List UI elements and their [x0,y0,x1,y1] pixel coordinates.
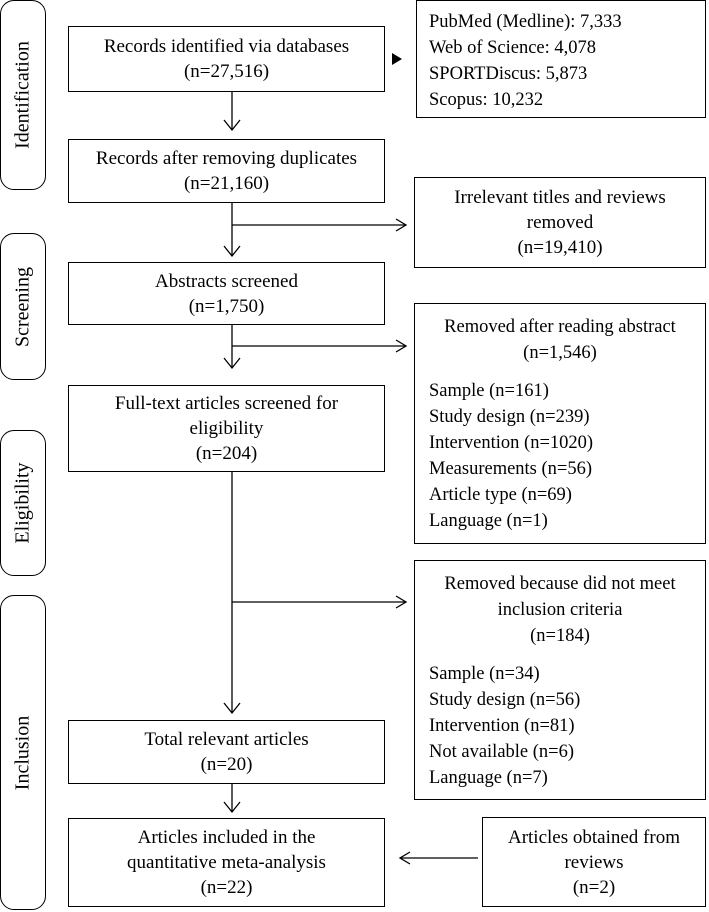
arrowhead [223,702,241,715]
stage-identification-label: Identification [11,41,34,149]
database-item: Scopus: 10,232 [429,90,544,110]
abstract-removed-header: Removed after reading abstract [444,317,676,337]
arrowhead [395,218,408,232]
exclusion-reason: Study design (n=239) [429,407,590,427]
database-item: SPORTDiscus: 5,873 [429,64,588,84]
records-identified-label: Records identified via databases [103,36,350,57]
box-reviews: Articles obtained from reviews (n=2) [482,817,706,907]
box-fulltext-screened: Full-text articles screened for eligibil… [68,385,385,472]
included-count: (n=22) [200,877,253,898]
abstracts-screened-count: (n=1,750) [188,295,265,317]
arrowhead [395,339,408,353]
included-label-1: Articles included in the [137,827,316,848]
total-relevant-label: Total relevant articles [144,729,309,750]
box-articles-included: Articles included in the quantitative me… [68,818,385,907]
exclusion-reason: Not available (n=6) [429,742,575,762]
stage-screening: Screening [0,233,46,380]
fulltext-count: (n=204) [195,443,258,464]
included-label-2: quantitative meta-analysis [127,852,326,873]
arrowhead [395,595,408,609]
exclusion-reason: Intervention (n=81) [429,716,575,736]
stage-inclusion-label: Inclusion [11,715,34,790]
stage-inclusion: Inclusion [0,595,46,910]
arrowhead [223,119,241,132]
stage-identification: Identification [0,0,46,190]
arrowhead [223,245,241,258]
arrowhead [223,357,241,370]
stage-eligibility-label: Eligibility [11,462,34,544]
criteria-removed-count: (n=184) [530,626,590,646]
fulltext-label-1: Full-text articles screened for [114,393,339,414]
after-duplicates-count: (n=21,160) [183,173,270,194]
criteria-removed-header-1: Removed because did not meet [444,574,676,594]
fulltext-label-2: eligibility [189,418,264,439]
box-irrelevant-removed: Irrelevant titles and reviews removed (n… [414,177,706,268]
after-duplicates-label: Records after removing duplicates [95,148,358,169]
total-relevant-count: (n=20) [200,754,253,775]
abstract-removed-count: (n=1,546) [523,343,597,363]
records-identified-count: (n=27,516) [183,61,270,82]
reviews-label-2: reviews [564,851,624,873]
reviews-label-1: Articles obtained from [507,826,680,848]
abstracts-screened-label: Abstracts screened [155,270,298,292]
exclusion-reason: Sample (n=34) [429,664,540,684]
box-databases: PubMed (Medline): 7,333 Web of Science: … [416,0,706,118]
exclusion-reason: Measurements (n=56) [429,459,593,479]
box-criteria-removed: Removed because did not meet inclusion c… [414,560,706,800]
box-abstracts-screened: Abstracts screened (n=1,750) [68,262,385,325]
box-abstract-removed: Removed after reading abstract (n=1,546)… [414,303,706,544]
arrowhead [223,801,241,814]
exclusion-reason: Article type (n=69) [429,485,572,505]
exclusion-reason: Sample (n=161) [429,381,549,401]
database-item: PubMed (Medline): 7,333 [429,12,622,32]
stage-screening-label: Screening [11,266,34,347]
exclusion-reason: Language (n=1) [429,511,548,531]
reviews-count: (n=2) [572,876,616,898]
box-after-duplicates: Records after removing duplicates (n=21,… [68,139,385,203]
arrowhead [398,851,411,865]
arrowhead-databases [392,53,402,65]
stage-eligibility: Eligibility [0,430,46,576]
irrelevant-count: (n=19,410) [517,237,603,258]
exclusion-reason: Study design (n=56) [429,690,581,710]
exclusion-reason: Intervention (n=1020) [429,433,594,453]
irrelevant-label-2: removed [526,212,594,233]
irrelevant-label-1: Irrelevant titles and reviews [454,187,666,208]
exclusion-reason: Language (n=7) [429,768,548,788]
box-records-identified: Records identified via databases (n=27,5… [68,26,385,92]
database-item: Web of Science: 4,078 [429,38,597,58]
box-total-relevant: Total relevant articles (n=20) [68,720,385,784]
criteria-removed-header-2: inclusion criteria [497,600,623,620]
